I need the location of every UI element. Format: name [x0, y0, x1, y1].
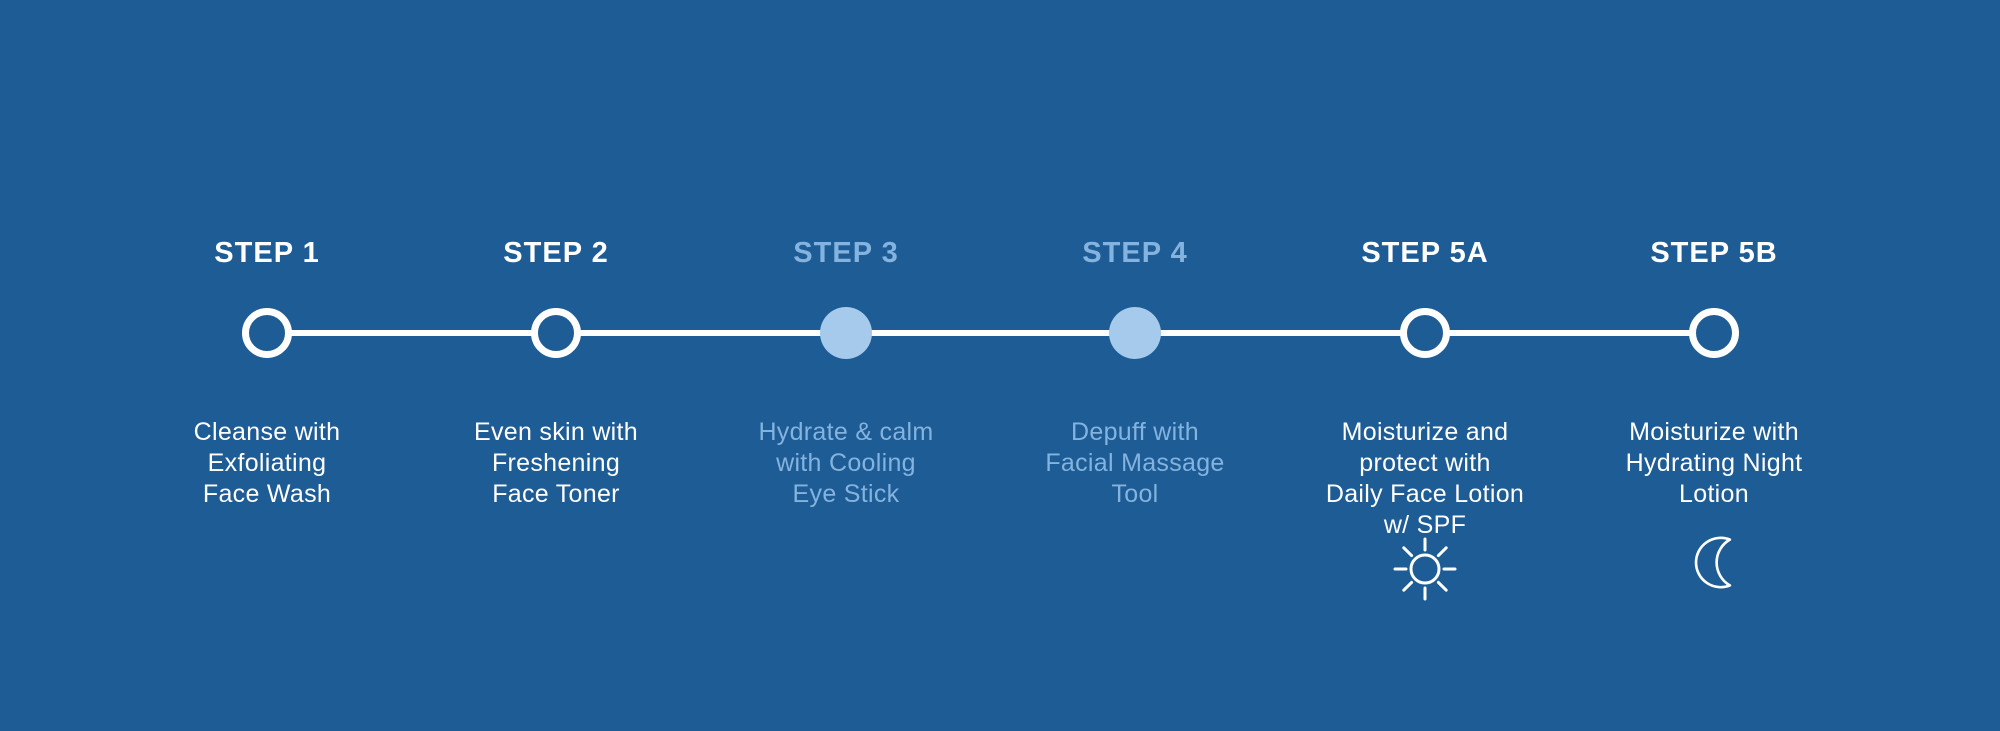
step-node-circle [531, 308, 581, 358]
moon-icon [1691, 529, 1737, 596]
sun-icon [1393, 537, 1457, 601]
timeline-step-3: STEP 3 Hydrate & calm with Cooling Eye S… [686, 0, 1006, 731]
step-label: STEP 1 [214, 237, 320, 269]
step-description: Even skin with Freshening Face Toner [474, 418, 638, 508]
step-label: STEP 5B [1650, 237, 1778, 269]
timeline-step-5a: STEP 5A Moisturize and protect with Dail… [1265, 0, 1585, 731]
step-node-circle [820, 307, 872, 359]
step-node-circle [1689, 308, 1739, 358]
step-description: Depuff with Facial Massage Tool [1045, 418, 1225, 508]
timeline-step-1: STEP 1 Cleanse with Exfoliating Face Was… [107, 0, 427, 731]
step-node-circle [242, 308, 292, 358]
step-description: Moisturize and protect with Daily Face L… [1325, 418, 1525, 539]
step-label: STEP 4 [1082, 237, 1188, 269]
timeline-step-2: STEP 2 Even skin with Freshening Face To… [396, 0, 716, 731]
step-description: Hydrate & calm with Cooling Eye Stick [758, 418, 934, 508]
step-label: STEP 3 [793, 237, 899, 269]
timeline-step-5b: STEP 5B Moisturize with Hydrating Night … [1554, 0, 1874, 731]
step-node-circle [1109, 307, 1161, 359]
step-label: STEP 5A [1361, 237, 1489, 269]
timeline-connector-line [267, 330, 1714, 336]
step-description: Cleanse with Exfoliating Face Wash [193, 418, 341, 508]
timeline-step-4: STEP 4 Depuff with Facial Massage Tool [975, 0, 1295, 731]
step-label: STEP 2 [503, 237, 609, 269]
step-node-circle [1400, 308, 1450, 358]
step-description: Moisturize with Hydrating Night Lotion [1625, 418, 1803, 508]
